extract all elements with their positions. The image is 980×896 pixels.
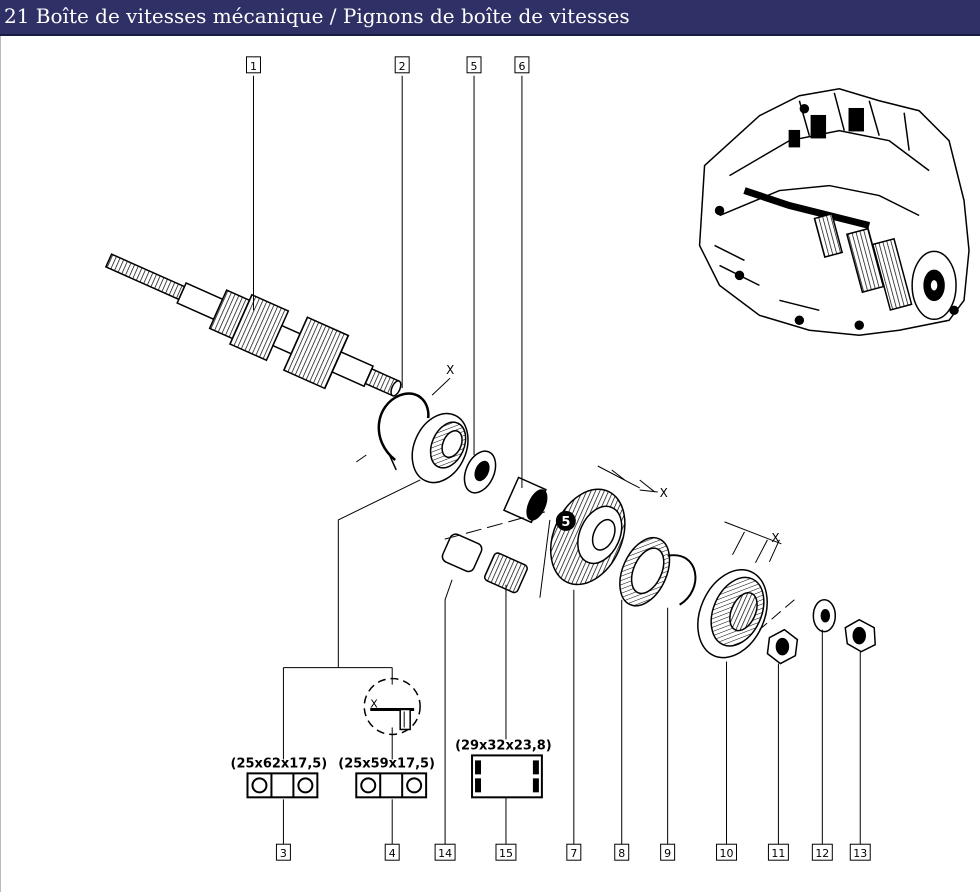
callout-11: 11 (767, 843, 789, 861)
callout-2: 2 (394, 56, 410, 74)
callout-label: 4 (389, 847, 396, 860)
needle-bearing-15 (483, 552, 528, 594)
callout-label: 14 (438, 847, 452, 860)
callout-label: 5 (471, 60, 478, 73)
callout-7: 7 (566, 843, 582, 861)
dimension-x-label: X (660, 486, 668, 500)
callout-8: 8 (614, 843, 630, 861)
detail-x-label: X (370, 698, 378, 711)
thrust-washer-5 (463, 450, 497, 494)
bearing-4-dimension: (25x59x17,5) (338, 756, 435, 771)
callout-label: 13 (853, 847, 867, 860)
bearing-symbol-3 (246, 772, 319, 799)
lock-washer-12 (812, 598, 837, 633)
page-title: 21 Boîte de vitesses mécanique / Pignons… (4, 4, 630, 28)
bush-6 (502, 476, 548, 524)
snap-ring-9 (667, 554, 697, 606)
primary-shaft (104, 253, 402, 397)
nut-11 (766, 628, 799, 665)
callout-13: 13 (849, 843, 871, 861)
callout-label: 2 (399, 60, 406, 73)
callout-label: 3 (280, 847, 287, 860)
title-bar: 21 Boîte de vitesses mécanique / Pignons… (0, 0, 980, 36)
circlip-2 (377, 392, 430, 471)
leader-lines (252, 75, 861, 846)
callout-label: 1 (250, 60, 257, 73)
callout-14: 14 (434, 843, 456, 861)
callout-label: 15 (499, 847, 513, 860)
synchro-hub-10 (697, 569, 768, 659)
gear-marker-label: 5 (561, 515, 570, 530)
spacer-14 (441, 533, 483, 573)
callout-label: 7 (570, 847, 577, 860)
callout-6: 6 (514, 56, 530, 74)
callout-3: 3 (275, 843, 291, 861)
callout-9: 9 (660, 843, 676, 861)
bearing-detail-view: X (363, 677, 421, 736)
callout-label: 8 (618, 847, 625, 860)
bearing-3-dimension: (25x62x17,5) (231, 756, 328, 771)
dimension-marks (355, 377, 782, 564)
exploded-view-diagram: 5 (104, 56, 970, 861)
callout-label: 12 (815, 847, 829, 860)
nut-13 (844, 618, 876, 653)
callout-12: 12 (811, 843, 833, 861)
callout-1: 1 (245, 56, 261, 74)
callout-10: 10 (716, 843, 737, 861)
ball-bearing (411, 412, 469, 484)
needle-bearing-symbol-15 (471, 754, 543, 799)
callout-label: 9 (664, 847, 671, 860)
callout-label: 6 (518, 60, 525, 73)
callout-5: 5 (466, 56, 482, 74)
callout-4: 4 (384, 843, 400, 861)
gearbox-housing-illustration (698, 87, 970, 337)
dimension-x-label: X (446, 363, 454, 377)
gear-marker: 5 (555, 510, 576, 531)
dimension-x-label: X (771, 531, 779, 545)
callout-label: 10 (720, 847, 734, 860)
bearing-symbol-4 (355, 772, 428, 799)
callout-label: 11 (771, 847, 785, 860)
needle-bearing-15-dimension: (29x32x23,8) (455, 738, 552, 753)
diagram-canvas: 5 (0, 36, 980, 892)
synchro-ring-8 (619, 537, 671, 607)
callout-15: 15 (495, 843, 517, 861)
